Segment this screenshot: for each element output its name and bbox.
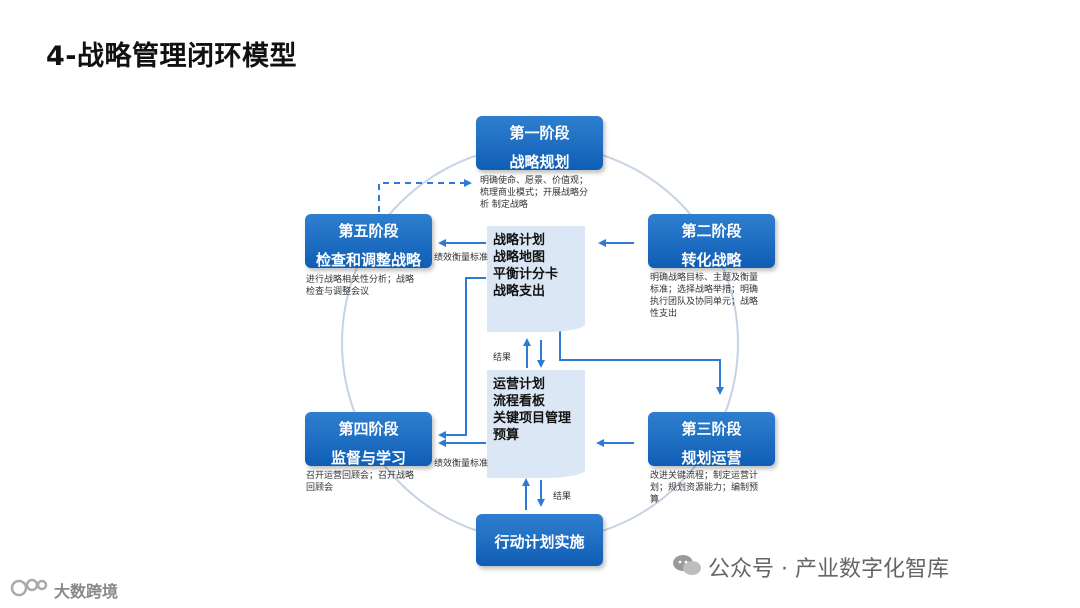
watermark-wechat: 公众号 · 产业数字化智库: [708, 557, 949, 582]
stage-5-description: 进行战略相关性分析；战略 检查与调整会议: [306, 275, 415, 297]
kpi-label-bottom: 绩效衡量标准: [434, 459, 489, 469]
watermark-logo-icon: [10, 577, 50, 599]
stage-1-description: 明确使命、愿景、价值观； 梳理商业模式；开展战略分 析 制定战略: [480, 176, 589, 210]
page-title: 4-战略管理闭环模型: [46, 41, 297, 72]
arrow-doc-to-stage4: [438, 277, 486, 439]
stage-2-box: 第二阶段 转化战略: [648, 214, 775, 269]
strategy-documents-panel: 战略计划 战略地图 平衡计分卡 战略支出: [487, 226, 585, 332]
result-label-bottom: 结果: [553, 492, 572, 502]
kpi-label-top: 绩效衡量标准: [434, 253, 489, 263]
dashed-feedback-arrow: [378, 179, 472, 212]
stage-4-box: 第四阶段 监督与学习: [305, 412, 432, 467]
stage-3-description: 改进关键流程；制定运营计 划；规划资源能力；编制预 算: [650, 471, 759, 505]
stage-4-description: 召开运营回顾会；召开战略 回顾会: [306, 471, 415, 493]
action-implementation-box: 行动计划实施: [476, 514, 603, 566]
arrow-doc-to-stage3: [559, 310, 724, 395]
stage-5-box: 第五阶段 检查和调整战略: [305, 214, 432, 269]
wechat-icon: [672, 553, 702, 577]
result-label-top: 结果: [493, 353, 512, 363]
watermark-logo: 大数跨境: [54, 582, 119, 601]
operations-documents-panel: 运营计划 流程看板 关键项目管理 预算: [487, 370, 585, 478]
stage-3-box: 第三阶段 规划运营: [648, 412, 775, 467]
stage-2-description: 明确战略目标、主题及衡量 标准；选择战略举措；明确 执行团队及协同单元；战略 性…: [650, 273, 759, 319]
stage-1-box: 第一阶段 战略规划: [476, 116, 603, 171]
